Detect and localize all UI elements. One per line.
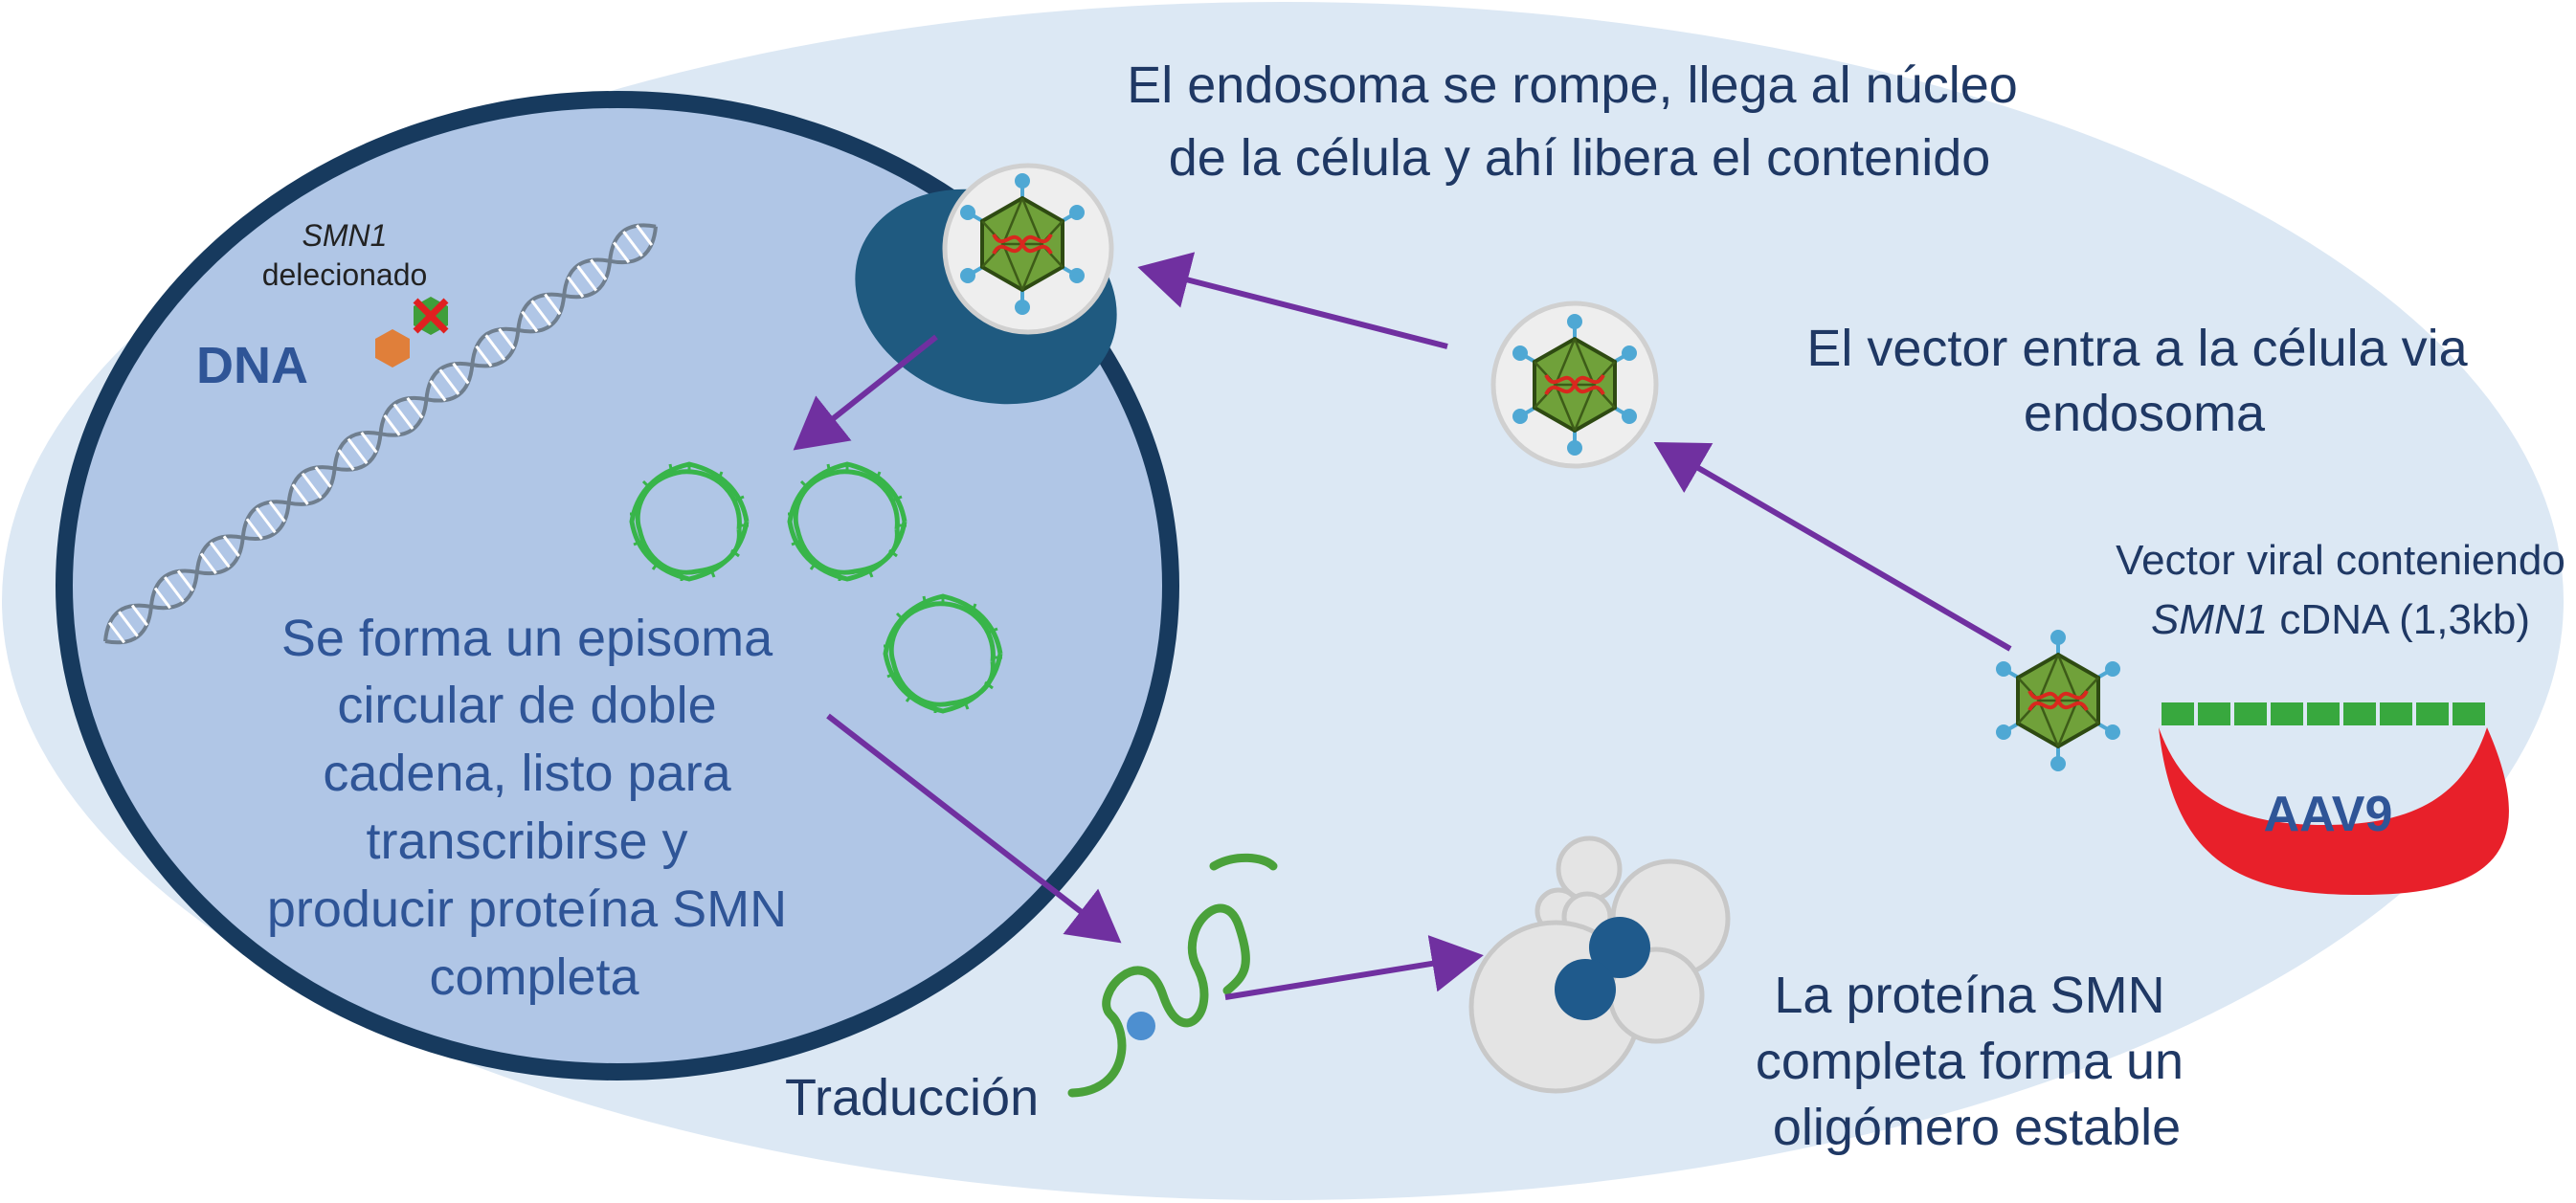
arrow-vector-to-vesicle <box>1653 441 2012 652</box>
viral-vector-caption: Vector viral conteniendo <box>2116 537 2565 584</box>
dna-label: DNA <box>196 337 308 394</box>
oligomer-caption: La proteína SMN completa forma un oligóm… <box>1756 967 2198 1156</box>
episome-caption: Se forma un episoma circular de doble ca… <box>267 610 801 1006</box>
viral-vector-cdna-caption: SMN1 cDNA (1,3kb) <box>2151 596 2530 643</box>
vector-enters-caption: El vector entra a la célula via endosoma <box>1806 320 2481 442</box>
arrow-episome-to-translation <box>826 713 1122 944</box>
endosome-caption: El endosoma se rompe, llega al núcleo de… <box>1127 56 2032 187</box>
translation-label: Traducción <box>785 1069 1039 1126</box>
aav9-label: AAV9 <box>2264 787 2393 842</box>
arrow-endosome-to-episome <box>793 334 938 451</box>
mrna-strand-icon <box>1067 853 1278 1098</box>
arrow-translation-to-oligomer <box>1224 935 1484 1000</box>
dna-helix-icon <box>103 223 659 645</box>
smn2-marker <box>375 329 410 368</box>
cross-mark-icon <box>413 298 449 334</box>
arrow-vesicle-to-nucleus <box>1137 252 1448 349</box>
smn1-cdna-segments <box>2162 702 2485 725</box>
protein-oligomer-icon <box>1468 835 1731 1094</box>
ribosome-icon <box>1127 1012 1155 1040</box>
aav9-red-arc <box>2159 727 2509 895</box>
smn1-deleted-label: delecionado <box>262 257 428 292</box>
smn1-gene-label: SMN1 <box>302 218 388 253</box>
